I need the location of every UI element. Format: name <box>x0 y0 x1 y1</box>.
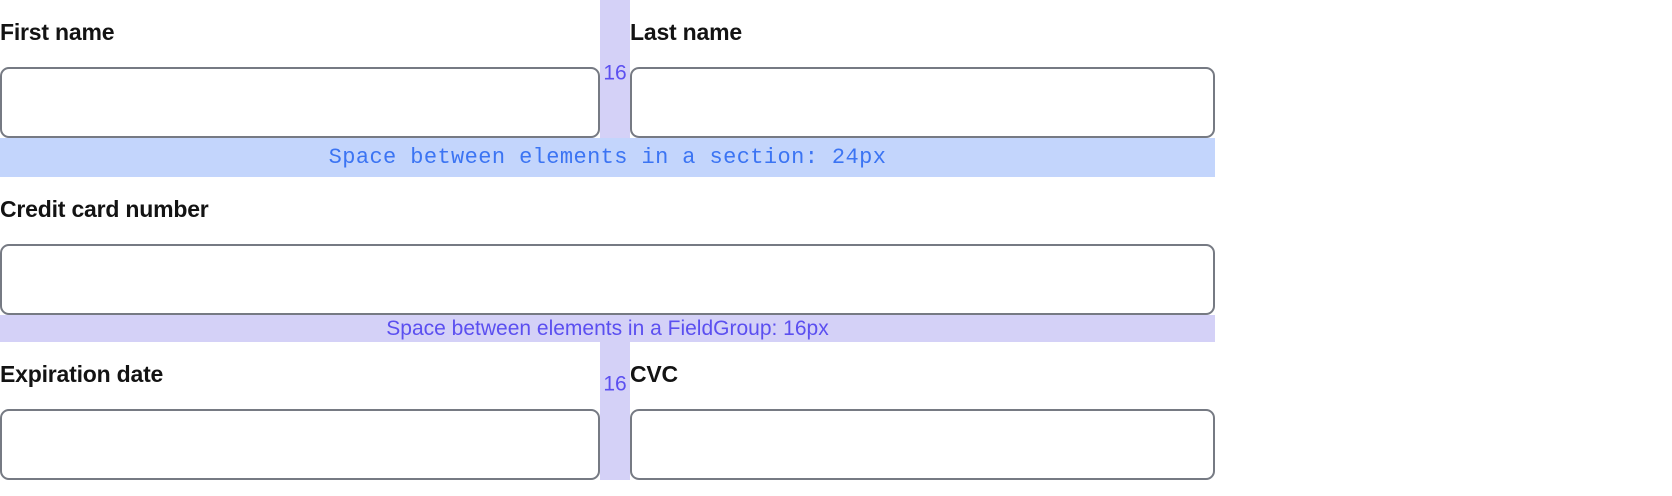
field-group-last-name: Last name <box>630 0 1215 138</box>
annotation-text-fieldgroup-spacing: Space between elements in a FieldGroup: … <box>386 317 829 340</box>
form-content: First name 16 Last name Space between el… <box>0 0 1215 480</box>
gap-marker-name-row: 16 <box>600 0 630 138</box>
field-group-cvc: CVC <box>630 342 1215 480</box>
annotation-text-section-spacing: Space between elements in a section: 24p… <box>328 144 887 170</box>
input-expiration-date[interactable] <box>0 409 600 480</box>
annotation-band-fieldgroup-spacing: Space between elements in a FieldGroup: … <box>0 315 1215 342</box>
input-credit-card-number[interactable] <box>0 244 1215 315</box>
input-last-name[interactable] <box>630 67 1215 138</box>
field-group-first-name: First name <box>0 0 600 138</box>
input-cvc[interactable] <box>630 409 1215 480</box>
annotation-band-section-spacing: Space between elements in a section: 24p… <box>0 138 1215 177</box>
label-cvc: CVC <box>630 361 678 387</box>
gap-marker-expiry-row: 16 <box>600 342 630 480</box>
field-group-expiration-date: Expiration date <box>0 342 600 480</box>
field-row-credit-card: Credit card number <box>0 177 1215 315</box>
field-row-name: First name 16 Last name <box>0 0 1215 138</box>
input-first-name[interactable] <box>0 67 600 138</box>
label-first-name: First name <box>0 19 115 45</box>
label-last-name: Last name <box>630 19 742 45</box>
gap-value-name-row: 16 <box>603 61 627 85</box>
gap-value-expiry-row: 16 <box>603 372 627 396</box>
label-expiration-date: Expiration date <box>0 361 164 387</box>
field-row-expiry-cvc: Expiration date 16 CVC <box>0 342 1215 480</box>
label-credit-card-number: Credit card number <box>0 196 209 222</box>
field-group-credit-card-number: Credit card number <box>0 177 1215 315</box>
